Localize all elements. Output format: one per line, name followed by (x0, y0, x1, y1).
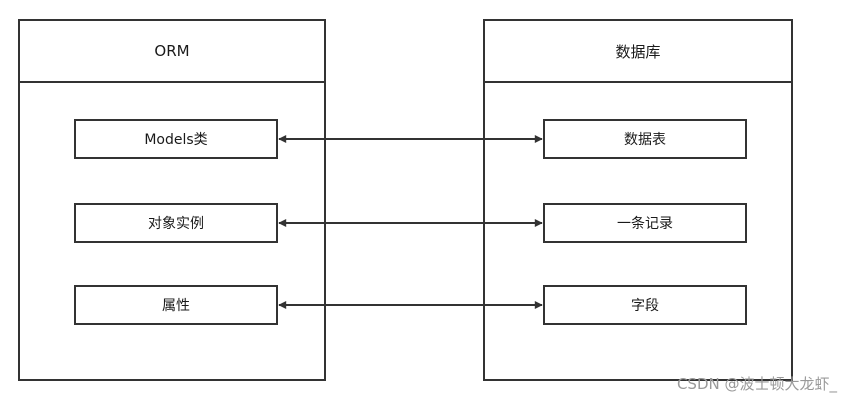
field-box: 字段 (543, 285, 747, 325)
attribute-box: 属性 (74, 285, 278, 325)
orm-panel: ORM (18, 19, 326, 381)
data-table-box: 数据表 (543, 119, 747, 159)
record-box: 一条记录 (543, 203, 747, 243)
database-panel-title: 数据库 (485, 21, 791, 83)
object-instance-box: 对象实例 (74, 203, 278, 243)
database-panel: 数据库 (483, 19, 793, 381)
orm-panel-title: ORM (20, 21, 324, 83)
csdn-watermark: CSDN @波士顿大龙虾_ (676, 375, 837, 393)
models-class-box: Models类 (74, 119, 278, 159)
